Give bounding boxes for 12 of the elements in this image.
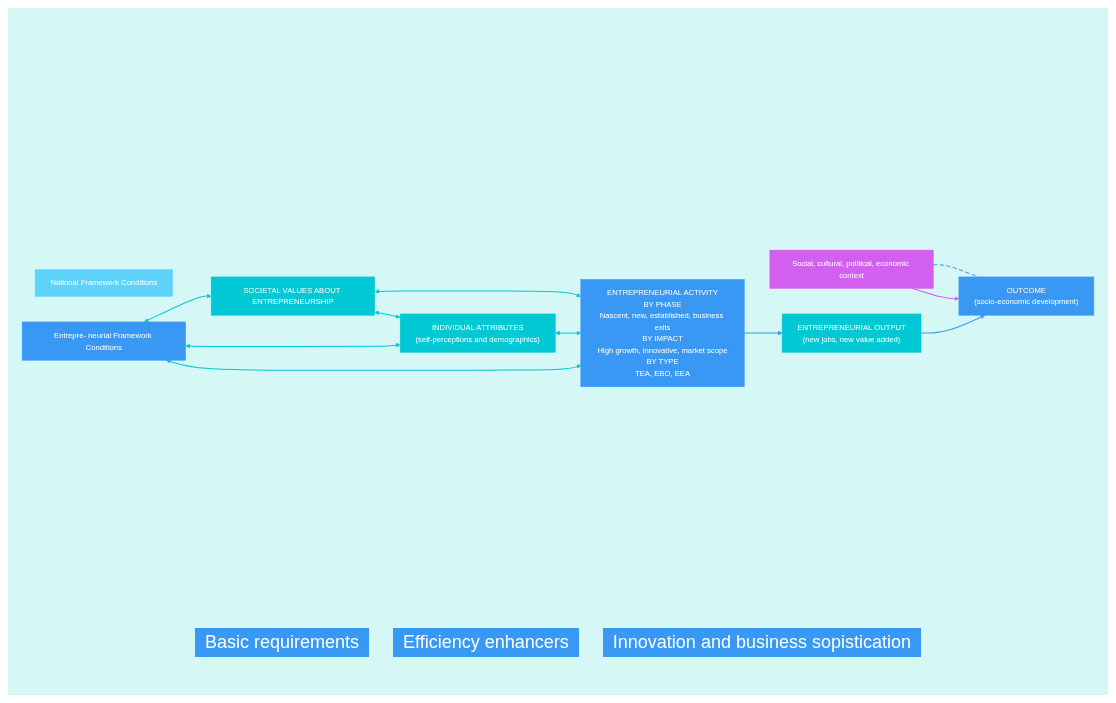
arrow xyxy=(166,358,581,371)
framework-pillar-label: Efficiency enhancers xyxy=(393,628,579,657)
arrow xyxy=(374,288,581,297)
framework-pillar-label: Innovation and business sopistication xyxy=(602,628,921,657)
arrow xyxy=(374,310,401,319)
arrow xyxy=(920,314,986,334)
arrow xyxy=(743,330,783,335)
arrow xyxy=(912,287,960,301)
arrow xyxy=(555,330,581,335)
arrow xyxy=(144,293,212,322)
arrow xyxy=(185,342,401,348)
framework-pillar-label: Basic requirements xyxy=(194,628,370,657)
